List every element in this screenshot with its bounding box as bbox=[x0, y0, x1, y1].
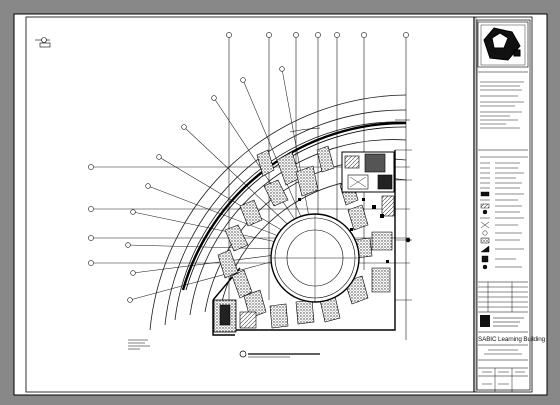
hatched-walls bbox=[217, 145, 393, 329]
floor-plan bbox=[35, 32, 412, 358]
vertical-grid-bubbles bbox=[226, 32, 409, 38]
outer-fan-hatch bbox=[289, 127, 321, 133]
firm-logo bbox=[478, 315, 528, 333]
legend bbox=[480, 156, 528, 270]
key-symbol bbox=[35, 37, 51, 48]
sheet-border bbox=[25, 16, 533, 393]
general-notes bbox=[480, 81, 524, 129]
sheet-title-lines bbox=[478, 349, 528, 392]
project-name: SABIC Learning Building bbox=[478, 336, 546, 343]
paper-sheet bbox=[13, 13, 548, 396]
radial-grid-bubbles bbox=[125, 66, 285, 303]
stair-block bbox=[213, 299, 257, 333]
right-edge-ticks bbox=[395, 119, 412, 301]
plan-notes bbox=[128, 339, 150, 350]
title-block bbox=[476, 19, 531, 392]
revision-table bbox=[478, 281, 528, 313]
equipment-marks bbox=[298, 198, 389, 263]
central-atrium bbox=[270, 213, 360, 303]
drawing-title-mark bbox=[239, 350, 320, 358]
horizontal-grid-bubbles bbox=[88, 164, 94, 266]
service-core bbox=[341, 151, 395, 217]
